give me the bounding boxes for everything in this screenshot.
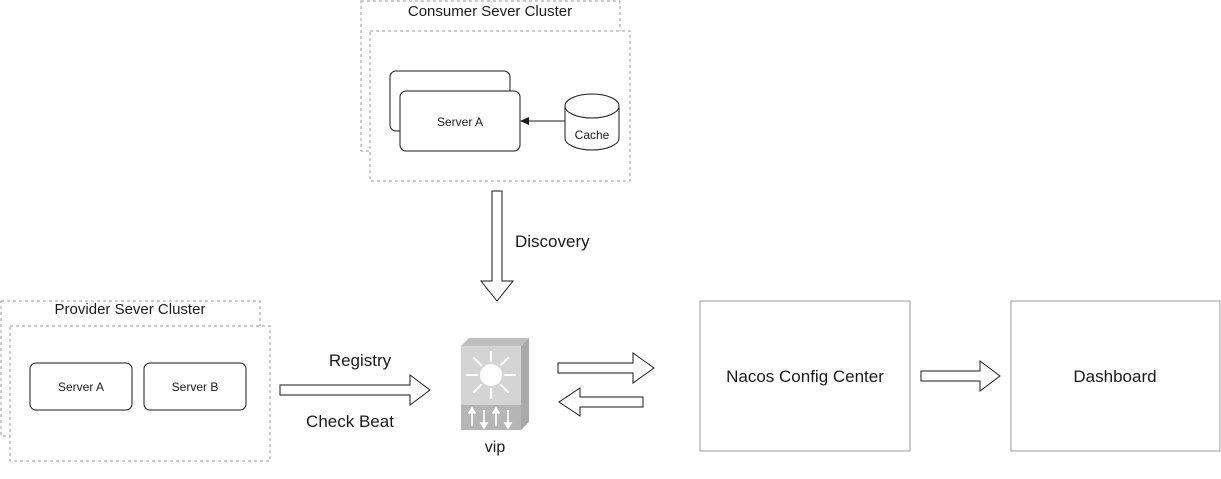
check-beat-label: Check Beat xyxy=(306,412,394,431)
nacos-to-dashboard-arrow xyxy=(920,360,1001,392)
cache-to-server-arrow xyxy=(520,117,565,125)
provider-server-b-label: Server B xyxy=(172,380,219,394)
provider-cluster-title: Provider Sever Cluster xyxy=(55,301,206,318)
provider-cluster: Provider Sever Cluster Server A Server B xyxy=(0,300,271,462)
discovery-arrow xyxy=(479,190,515,302)
dashboard-box xyxy=(1010,300,1221,452)
discovery-label: Discovery xyxy=(515,232,590,251)
consumer-server-a-label: Server A xyxy=(437,115,483,129)
dashboard-label: Dashboard xyxy=(1073,367,1156,386)
provider-server-b-box xyxy=(143,362,247,411)
cache-label: Cache xyxy=(575,128,610,142)
vip-to-nacos-arrow xyxy=(557,352,655,384)
vip-switch-icon xyxy=(460,337,530,430)
provider-server-a-label: Server A xyxy=(58,380,104,394)
nacos-to-vip-arrow xyxy=(558,387,644,417)
nacos-config-center-box xyxy=(699,300,911,452)
provider-server-a-box xyxy=(29,362,133,411)
nacos-config-center-label: Nacos Config Center xyxy=(726,367,884,386)
consumer-cluster-title: Consumer Sever Cluster xyxy=(408,3,572,20)
cache-cylinder-icon xyxy=(564,93,620,151)
registry-label: Registry xyxy=(329,351,392,370)
vip-label: vip xyxy=(485,439,506,456)
consumer-cluster: Consumer Sever Cluster Server A Cache xyxy=(360,0,631,182)
registry-arrow xyxy=(279,374,431,406)
